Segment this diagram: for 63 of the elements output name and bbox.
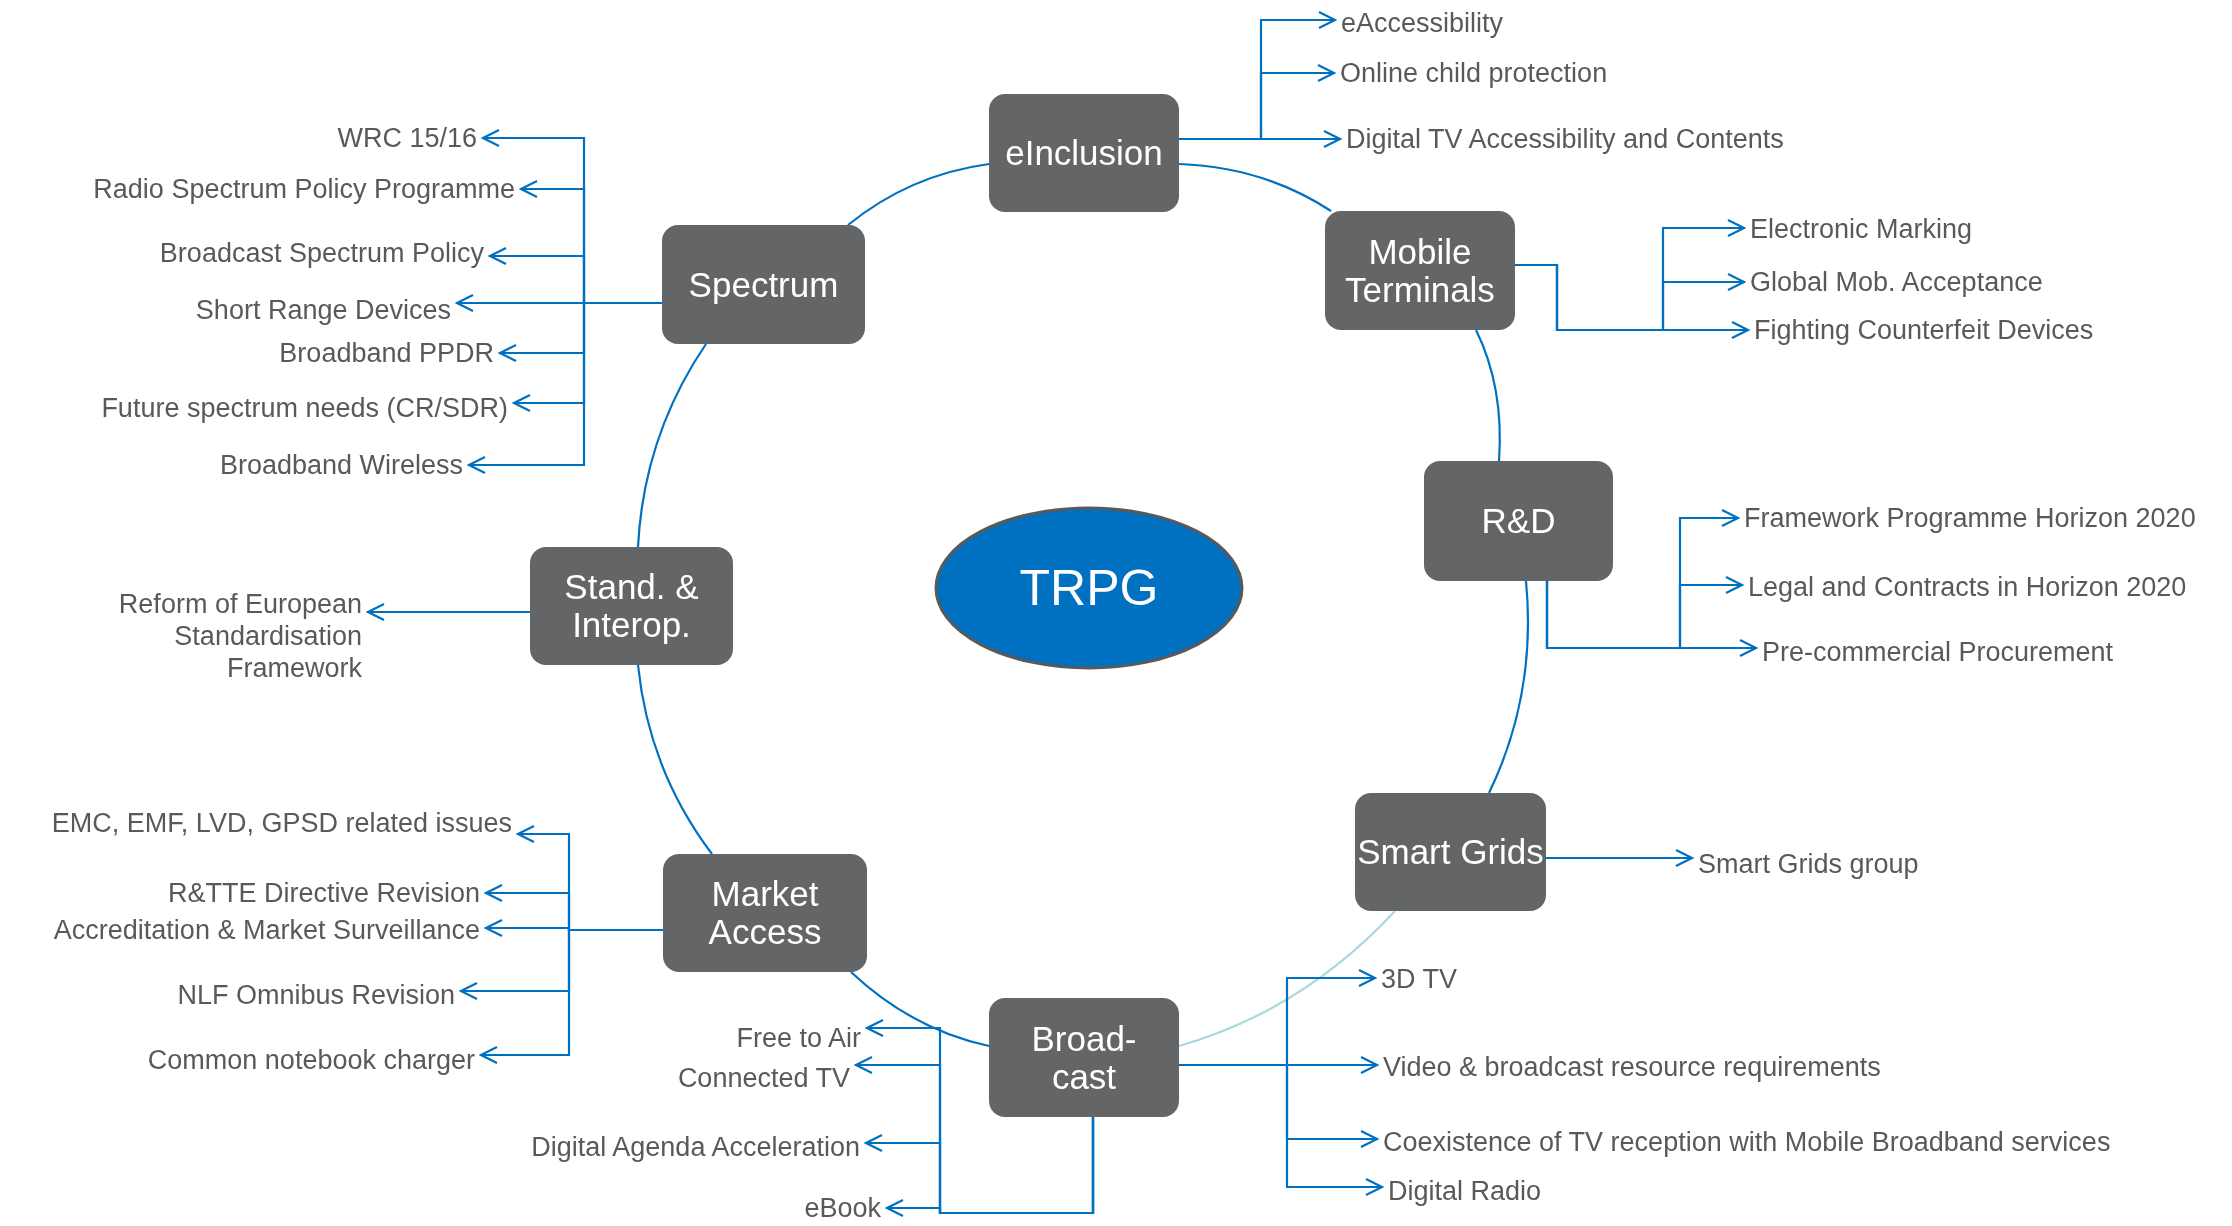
topic-box	[530, 547, 733, 665]
topic-label: eInclusion	[1005, 134, 1163, 172]
item-label: Video & broadcast resource requirements	[1383, 1051, 1881, 1083]
connector-arc	[847, 162, 990, 226]
item-label: eBook	[804, 1192, 881, 1224]
item-label: Online child protection	[1340, 57, 1608, 89]
item-label: Coexistence of TV reception with Mobile Broadband services	[1383, 1126, 2111, 1158]
item-label: Radio Spectrum Policy Programme	[93, 173, 515, 205]
connector-arc	[1488, 580, 1530, 794]
topic-label: Smart Grids	[1357, 833, 1544, 871]
topic-box	[663, 854, 867, 972]
item-label: Framework Programme Horizon 2020	[1744, 502, 2196, 534]
topic-label: R&D	[1481, 502, 1556, 540]
arrow	[467, 301, 662, 475]
topic-box	[662, 225, 865, 344]
topic-box	[1424, 461, 1613, 581]
arrow	[1545, 581, 1758, 658]
topic-box	[1325, 211, 1515, 330]
arrow	[1544, 848, 1694, 868]
arrow	[479, 928, 663, 1065]
item-label: Digital Radio	[1388, 1175, 1542, 1207]
item-label: Accreditation & Market Surveillance	[53, 914, 480, 946]
item-label: Short Range Devices	[195, 294, 451, 326]
item-label: Electronic Marking	[1750, 213, 1973, 245]
topic-box	[1355, 793, 1546, 911]
connector-arc	[636, 343, 707, 548]
item-label: Reform of European Standardisation Framework	[92, 588, 362, 684]
item-label: Digital TV Accessibility and Contents	[1346, 123, 1784, 155]
item-label: Broadband Wireless	[219, 449, 463, 481]
item-label: EMC, EMF, LVD, GPSD related issues	[51, 807, 512, 839]
item-label: Free to Air	[736, 1022, 861, 1054]
item-label: Broadcast Spectrum Policy	[159, 237, 484, 269]
item-label: Legal and Contracts in Horizon 2020	[1748, 571, 2187, 603]
topic-label: Stand. & Interop.	[563, 568, 700, 644]
connector-arc	[636, 664, 713, 855]
item-label: Global Mob. Acceptance	[1750, 266, 2043, 298]
connector-arc	[850, 971, 990, 1048]
center-label: TRPG	[1019, 559, 1159, 617]
item-label: Pre-commercial Procurement	[1762, 636, 2114, 668]
item-label: Fighting Counterfeit Devices	[1754, 314, 2094, 346]
item-label: Smart Grids group	[1698, 848, 1919, 880]
item-label: NLF Omnibus Revision	[177, 979, 455, 1011]
topic-label: Market Access	[707, 875, 823, 951]
item-label: 3D TV	[1381, 963, 1458, 995]
connector-arc	[1178, 910, 1396, 1048]
topic-label: Spectrum	[688, 265, 839, 304]
item-label: Digital Agenda Acceleration	[531, 1131, 860, 1163]
item-label: Connected TV	[677, 1062, 850, 1094]
topic-label: Broad- cast	[1030, 1019, 1138, 1096]
item-label: Future spectrum needs (CR/SDR)	[101, 392, 508, 424]
topic-box	[989, 94, 1179, 212]
item-label: Common notebook charger	[147, 1044, 475, 1076]
arrow	[1179, 1063, 1384, 1197]
connector-arc	[1178, 162, 1332, 212]
item-label: Broadband PPDR	[279, 337, 494, 369]
topic-box	[989, 998, 1179, 1117]
connector-arc	[1475, 329, 1501, 462]
item-label: R&TTE Directive Revision	[167, 877, 480, 909]
arrow	[366, 602, 532, 622]
arrow	[1179, 129, 1342, 149]
item-label: WRC 15/16	[337, 122, 477, 154]
topic-label: Mobile Terminals	[1344, 232, 1496, 309]
item-label: eAccessibility	[1341, 7, 1504, 39]
